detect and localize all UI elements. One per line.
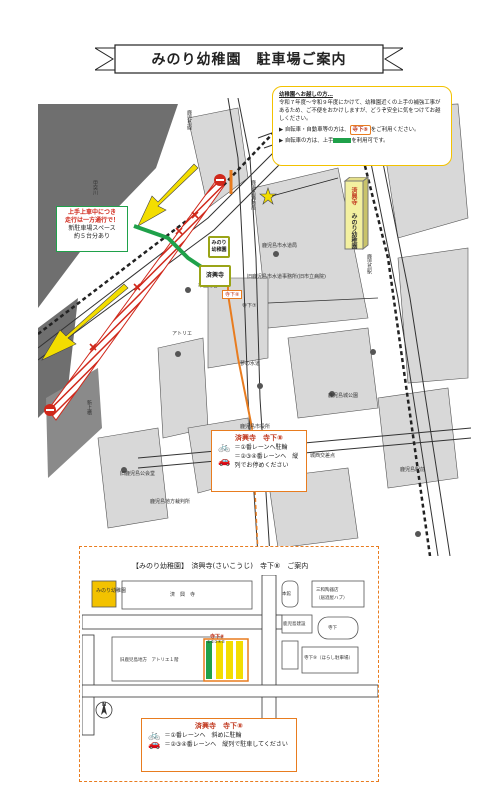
panel-parking-callout: 済興寺 寺下⑧ 🚲＝①番レーンへ 斜めに駐輪 🚗＝②③④番レーンへ 縦列で駐車し… bbox=[141, 718, 297, 772]
page-title: みのり幼稚園 駐車場ご案内 bbox=[151, 52, 347, 68]
bike-instruction: ＝①番レーンへ 斜めに駐輪 bbox=[164, 732, 242, 739]
one-way-notice: 上手上車中につき 走行は一方通行で！ 新駐車場スペース 約５台分あり bbox=[56, 206, 128, 252]
detail-map bbox=[82, 575, 378, 745]
map-label: 寺下⑦ bbox=[242, 303, 257, 309]
notice-body: 令和７年度～令和９年度にかけて、幼稚園近くの上手の補強工事があるため、ご不便をお… bbox=[279, 100, 441, 122]
panel-title: 【みのり幼稚園】 済興寺(さいこうじ) 寺下⑧ ご案内 bbox=[132, 562, 309, 570]
panel-lane-label: 寺下⑧ bbox=[210, 634, 225, 640]
star-icon bbox=[259, 187, 277, 205]
map-label: 鹿児島市水道局 bbox=[262, 243, 298, 249]
notice-item-text: をご利用ください。 bbox=[370, 127, 420, 133]
no-entry-icon bbox=[44, 404, 56, 416]
parking-callout: 済興寺 寺下⑧ 🚲＝①番レーンへ駐輪 🚗＝②③④番レーンへ 縦列でお停めください bbox=[211, 430, 307, 492]
panel-right-label: 鹿児島建設 bbox=[283, 622, 306, 627]
minori-kindergarten-marker: みのり幼稚園 bbox=[208, 236, 230, 258]
green-route-swatch bbox=[333, 138, 352, 143]
panel-right-label: 寺下⑨（ほらし駐車場） bbox=[304, 656, 354, 661]
temple-sign-text: 済興寺 bbox=[350, 187, 357, 205]
callout-title: 済興寺 寺下⑧ bbox=[235, 434, 283, 442]
car-icon: 🚗 bbox=[148, 739, 161, 750]
panel-building-label: 旧鹿児島地方 アトリエ１階 bbox=[120, 658, 179, 663]
signboard-shape bbox=[343, 177, 369, 251]
callout-title: 済興寺 寺下⑧ bbox=[195, 722, 243, 730]
map-label: 鹿児島駅 bbox=[366, 254, 372, 274]
north-arrow-icon bbox=[95, 701, 113, 719]
map-label: 城西交差点 bbox=[310, 453, 336, 459]
car-icon: 🚗 bbox=[218, 455, 231, 467]
map-label: 甲突川 bbox=[92, 180, 98, 195]
car-instruction: ＝②③④番レーンへ 縦列でお停めください bbox=[234, 453, 299, 469]
map-label: 新上橋 bbox=[86, 400, 92, 415]
north-label: N bbox=[102, 702, 107, 708]
bike-instruction: ＝①番レーンへ駐輪 bbox=[234, 444, 288, 451]
bicycle-icon: 🚲 bbox=[148, 730, 161, 741]
map-label: 鹿児島駅前 bbox=[400, 467, 426, 473]
one-way-line: 上手上車中につき bbox=[67, 209, 116, 216]
one-way-line: 走行は一方通行で！ bbox=[64, 217, 119, 224]
notice-item-text: を利用可です。 bbox=[351, 138, 389, 144]
notice-item-2: ▶ 自転車の方は、上手 を利用可です。 bbox=[279, 137, 445, 145]
panel-lane-numbers: ①②③④⑤ bbox=[207, 639, 225, 644]
map-label: 鹿児島消防局 bbox=[250, 180, 256, 210]
panel-saikoji-label: 済 興 寺 bbox=[170, 592, 196, 598]
panel-right-label: 寺下 bbox=[328, 626, 337, 631]
title-banner: みのり幼稚園 駐車場ご案内 bbox=[95, 44, 403, 74]
notice-heading: 幼稚園へお越しの方… bbox=[279, 92, 333, 98]
car-instruction: ＝②③④番レーンへ 縦列で駐車してください bbox=[164, 741, 288, 748]
new-parking-line: 約５台分あり bbox=[73, 233, 110, 240]
kindergarten-sign-text: みのり幼稚園 bbox=[350, 213, 357, 249]
panel-right-label: （居酒屋ハブ） bbox=[316, 596, 348, 601]
notice-item-text: ▶ 自転車の方は、上手 bbox=[279, 138, 334, 144]
map-label: 蓼の水道 bbox=[240, 361, 261, 367]
panel-right-label: 三和陶器店 bbox=[316, 588, 339, 593]
map-label: 鹿児島線 bbox=[186, 110, 192, 130]
map-label: 旧鹿児島公会堂 bbox=[120, 471, 156, 477]
no-entry-icon bbox=[214, 174, 226, 186]
parking-badge: 寺下⑧ bbox=[349, 125, 371, 135]
terashita-8-marker: 寺下⑧ bbox=[222, 290, 243, 299]
blocked-x-marks bbox=[89, 211, 199, 351]
area-map bbox=[38, 98, 471, 556]
saikoji-temple-marker: 済興寺 bbox=[199, 265, 231, 287]
map-label: 旧鹿児島市水道事務所(旧市立病院) bbox=[247, 274, 326, 280]
map-label: 鹿児島城公園 bbox=[328, 393, 359, 399]
map-label: 鹿児島市役所 bbox=[240, 424, 271, 430]
new-parking-line: 新駐車場スペース bbox=[68, 225, 116, 232]
panel-minori-label: みのり幼稚園 bbox=[96, 588, 127, 594]
map-label: 鹿児島地方裁判所 bbox=[150, 499, 191, 505]
notice-box: 幼稚園へお越しの方… 令和７年度～令和９年度にかけて、幼稚園近くの上手の補強工事… bbox=[272, 86, 452, 166]
temple-signboard: 済興寺 みのり幼稚園 bbox=[341, 177, 369, 253]
notice-item-text: ▶ 自転車・自動車等の方は、 bbox=[279, 127, 350, 133]
bicycle-icon: 🚲 bbox=[218, 442, 231, 453]
panel-right-label: 本館 bbox=[282, 592, 291, 597]
map-label: アトリエ bbox=[172, 331, 193, 337]
ribbon-shape bbox=[95, 44, 403, 74]
